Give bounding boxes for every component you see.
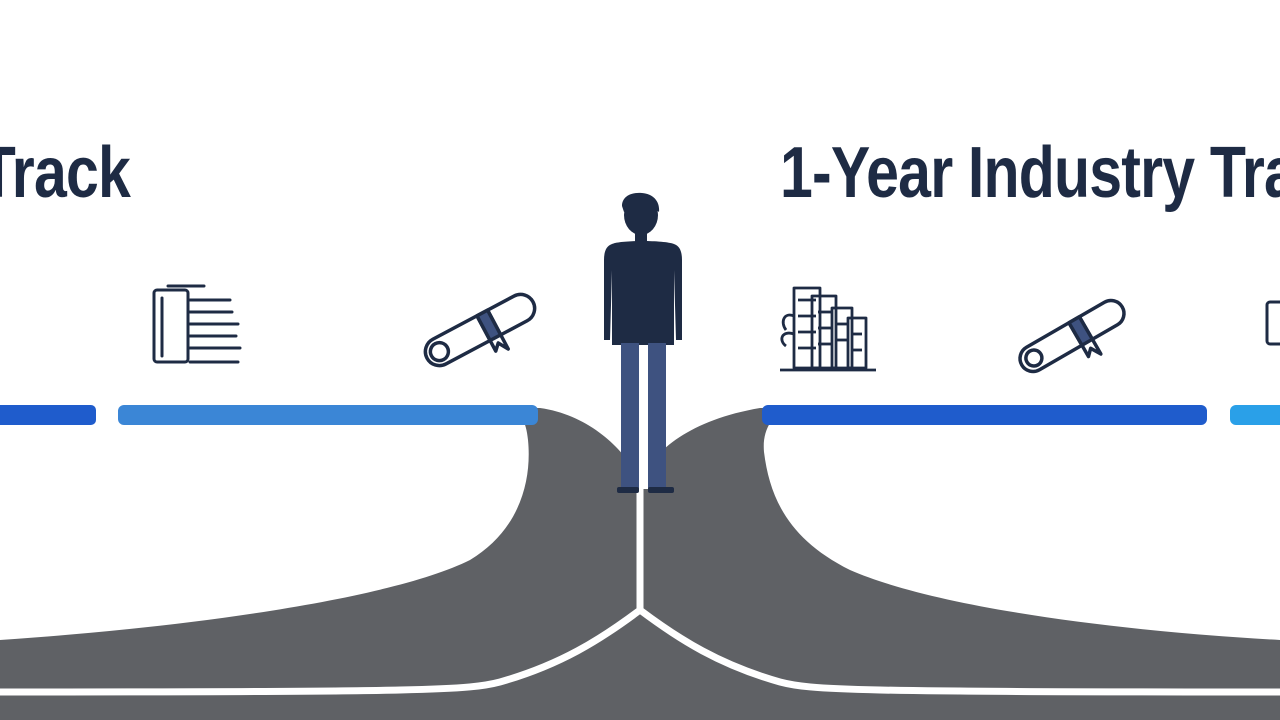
left-road-line xyxy=(0,606,644,696)
diploma-scroll-icon xyxy=(423,292,537,368)
partial-box-icon xyxy=(1265,300,1280,346)
person-figure xyxy=(604,192,682,493)
person-left-shoe xyxy=(617,487,639,493)
left-track-bar-2 xyxy=(118,405,538,425)
city-buildings-icon xyxy=(780,286,876,372)
right-track-title: 1-Year Industry Tra xyxy=(780,133,1280,213)
forked-road xyxy=(0,408,1280,720)
left-track-title: Track xyxy=(0,133,131,213)
diploma-scroll-icon xyxy=(1018,298,1126,374)
person-right-leg xyxy=(648,343,666,489)
person-torso xyxy=(604,241,682,345)
right-track-bar-2 xyxy=(1230,405,1280,425)
person-legs-gap xyxy=(639,358,648,489)
document-lines-icon xyxy=(152,284,242,364)
right-road-line xyxy=(636,606,1280,696)
left-track-bar-1 xyxy=(0,405,96,425)
person-neck xyxy=(635,232,647,242)
person-left-leg xyxy=(621,343,639,489)
person-head xyxy=(624,195,658,235)
right-track-bar-1 xyxy=(762,405,1207,425)
track-bars xyxy=(0,405,1280,425)
person-right-shoe xyxy=(648,487,674,493)
